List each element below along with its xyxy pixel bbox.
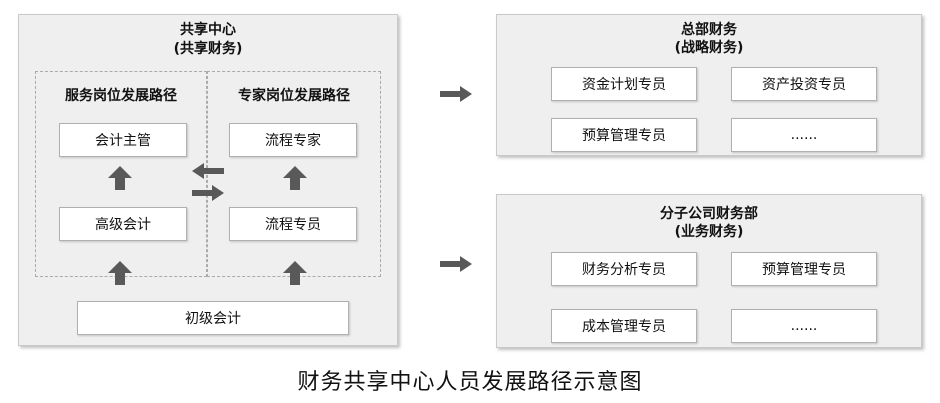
role-box: 资金计划专员	[551, 67, 697, 101]
role-label: 资金计划专员	[582, 77, 666, 93]
left-arrow-icon	[192, 163, 224, 179]
role-box-junior-accountant: 初级会计	[77, 301, 349, 335]
role-label: 流程专员	[265, 217, 321, 233]
shared-center-panel: 共享中心 (共享财务) 服务岗位发展路径 专家岗位发展路径 会计主管 高级会计 …	[18, 14, 398, 346]
role-label: 财务分析专员	[582, 262, 666, 278]
role-box: 财务分析专员	[551, 252, 697, 286]
role-label: 初级会计	[185, 311, 241, 327]
role-label: 资产投资专员	[762, 77, 846, 93]
role-box: 资产投资专员	[731, 67, 877, 101]
up-arrow-icon	[283, 261, 307, 285]
role-box: 成本管理专员	[551, 309, 697, 343]
role-label: 预算管理专员	[762, 262, 846, 278]
role-box-process-specialist: 流程专员	[229, 207, 357, 241]
diagram-caption: 财务共享中心人员发展路径示意图	[297, 370, 643, 395]
role-box: 预算管理专员	[551, 118, 697, 152]
role-box: ......	[731, 309, 877, 343]
role-label: ......	[790, 127, 818, 143]
role-label: ......	[790, 318, 818, 334]
hq-finance-panel: 总部财务 (战略财务) 资金计划专员 资产投资专员 预算管理专员 ......	[496, 14, 922, 156]
role-label: 高级会计	[95, 217, 151, 233]
role-box-process-expert: 流程专家	[229, 123, 357, 157]
branch-finance-panel: 分子公司财务部 (业务财务) 财务分析专员 预算管理专员 成本管理专员 ....…	[496, 194, 922, 348]
expert-path-title: 专家岗位发展路径	[238, 88, 350, 104]
shared-center-subtitle: (共享财务)	[173, 41, 243, 57]
role-label: 会计主管	[95, 133, 151, 149]
hq-finance-subtitle: (战略财务)	[674, 40, 744, 56]
hq-finance-title: 总部财务	[681, 22, 737, 38]
branch-finance-subtitle: (业务财务)	[674, 224, 744, 240]
role-box: ......	[731, 118, 877, 152]
service-path-title: 服务岗位发展路径	[65, 88, 177, 104]
right-arrow-icon	[192, 185, 224, 201]
role-label: 预算管理专员	[582, 128, 666, 144]
role-label: 成本管理专员	[582, 319, 666, 335]
right-arrow-icon	[440, 86, 472, 102]
branch-finance-title: 分子公司财务部	[660, 206, 758, 222]
role-box: 预算管理专员	[731, 252, 877, 286]
role-box-senior-accountant: 高级会计	[59, 207, 187, 241]
role-box-accounting-supervisor: 会计主管	[59, 123, 187, 157]
role-label: 流程专家	[265, 133, 321, 149]
up-arrow-icon	[283, 166, 307, 190]
up-arrow-icon	[108, 261, 132, 285]
right-arrow-icon	[440, 256, 472, 272]
shared-center-title: 共享中心	[180, 22, 236, 38]
up-arrow-icon	[108, 166, 132, 190]
